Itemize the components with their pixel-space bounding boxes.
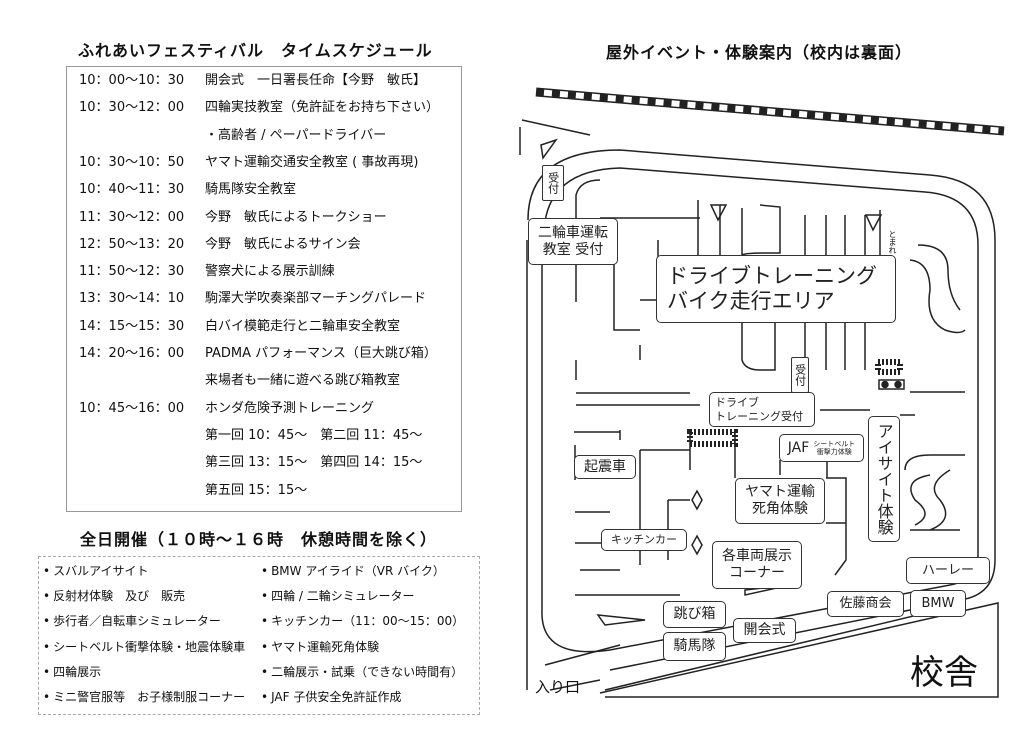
all-day-item: JAF 子供安全免許証作成 bbox=[261, 688, 401, 706]
schedule-time: 14：15～15：30 bbox=[79, 318, 185, 334]
vehicles-line2: コーナー bbox=[729, 565, 785, 581]
schedule-event: 開会式 一日署長任命【今野 敏氏】 bbox=[205, 73, 427, 88]
schedule-row: 第一回 10：45～ 第二回 11：45～ bbox=[79, 426, 422, 446]
schedule-event: ホンダ危険予測トレーニング bbox=[205, 400, 375, 416]
schedule-event: 第三回 13：15～ 第四回 14：15～ bbox=[205, 455, 423, 471]
schedule-event: 第五回 15：15～ bbox=[205, 482, 308, 498]
quake-truck-label: 起震車 bbox=[574, 455, 636, 479]
drive-reception-label: ドライブ トレーニング受付 bbox=[709, 392, 815, 427]
schedule-event: 四輪実技教室（免許証をお持ち下さい） bbox=[205, 100, 440, 116]
reception-top-label: 受付 bbox=[542, 165, 564, 201]
schedule-time: 10：45～16：00 bbox=[79, 400, 185, 416]
all-day-item: BMW アイライド（VR バイク） bbox=[261, 562, 445, 580]
schedule-table: 10：00～10：30 開会式 一日署長任命【今野 敏氏】 10：30～12：00 四… bbox=[66, 66, 462, 512]
all-day-list: スバルアイサイト反射材体験 及び 販売歩行者／自転車シミュレーターシートベルト衝… bbox=[38, 556, 480, 715]
opening-ceremony-label: 開会式 bbox=[733, 618, 796, 643]
all-day-item: スバルアイサイト bbox=[43, 562, 148, 580]
sato-shokai-label: 佐藤商会 bbox=[827, 591, 904, 617]
schedule-row: 11：50～12：30 警察犬による展示訓練 bbox=[79, 262, 335, 282]
schedule-event: 白バイ模範走行と二輪車安全教室 bbox=[205, 318, 401, 334]
all-day-item: 歩行者／自転車シミュレーター bbox=[43, 612, 221, 630]
all-day-item: 四輪 / 二輪シミュレーター bbox=[261, 587, 414, 605]
vehicles-line1: 各車両展示 bbox=[722, 548, 792, 565]
schedule-time: 10：30～12：00 bbox=[79, 100, 185, 116]
jaf-sub-1: シートベルト bbox=[813, 439, 856, 448]
schedule-title: ふれあいフェスティバル タイムスケジュール bbox=[78, 41, 433, 60]
kitchen-car-label: キッチンカー bbox=[601, 529, 687, 551]
drive-area-line2: バイク走行エリア bbox=[667, 289, 835, 313]
all-day-title: 全日開催（１０時～１６時 休憩時間を除く） bbox=[80, 530, 438, 549]
bmw-label: BMW bbox=[910, 590, 966, 617]
schedule-row: ・高齢者 / ペーパードライバー bbox=[79, 126, 386, 146]
vault-label: 跳び箱 bbox=[663, 601, 726, 628]
drive-reception-line2: トレーニング受付 bbox=[715, 409, 803, 423]
all-day-item: 四輪展示 bbox=[43, 663, 101, 681]
schedule-row: 第三回 13：15～ 第四回 14：15～ bbox=[79, 453, 422, 473]
schedule-event: 今野 敏氏によるトークショー bbox=[205, 209, 387, 225]
schedule-event: 騎馬隊安全教室 bbox=[205, 182, 297, 198]
all-day-item: ヤマト運輸死角体験 bbox=[261, 638, 379, 656]
all-day-item: 二輪展示・試乗（できない時間有） bbox=[261, 663, 463, 681]
schedule-time: 10：30～10：50 bbox=[79, 154, 185, 170]
drive-area-line1: ドライブトレーニング bbox=[667, 263, 877, 288]
schedule-event: 来場者も一緒に遊べる跳び箱教室 bbox=[205, 373, 401, 389]
schedule-row: 11：30～12：00 今野 敏氏によるトークショー bbox=[79, 208, 387, 228]
schedule-event: ・高齢者 / ペーパードライバー bbox=[205, 127, 387, 143]
jaf-label: JAF シートベルト 衝撃力体験 bbox=[779, 434, 864, 462]
all-day-item: 反射材体験 及び 販売 bbox=[43, 587, 185, 605]
schedule-event: PADMA パフォーマンス（巨大跳び箱） bbox=[205, 346, 437, 361]
cavalry-label: 騎馬隊 bbox=[663, 632, 726, 661]
schedule-row: 10：40～11：30 騎馬隊安全教室 bbox=[79, 180, 296, 200]
drive-training-area-label: ドライブトレーニング バイク走行エリア bbox=[656, 255, 896, 323]
schedule-event: 今野 敏氏によるサイン会 bbox=[205, 236, 361, 252]
schedule-row: 10：00～10：30 開会式 一日署長任命【今野 敏氏】 bbox=[79, 71, 426, 91]
school-building-label: 校舎 bbox=[910, 653, 978, 693]
schedule-event: 第一回 10：45～ 第二回 11：45～ bbox=[205, 427, 423, 443]
stop-sign-text: とまれ bbox=[888, 230, 897, 254]
yamato-label: ヤマト運輸 死角体験 bbox=[735, 478, 825, 524]
schedule-time: 12：50～13：20 bbox=[79, 236, 185, 252]
harley-label: ハーレー bbox=[906, 557, 990, 584]
all-day-item: ミニ警官服等 お子様制服コーナー bbox=[43, 688, 245, 706]
yamato-line1: ヤマト運輸 bbox=[745, 484, 815, 501]
schedule-time: 13：30～14：10 bbox=[79, 291, 185, 307]
bike-school-label: 二輪車運転 教室 受付 bbox=[528, 218, 618, 265]
all-day-item: キッチンカー（11：00～15：00） bbox=[261, 612, 464, 630]
yamato-line2: 死角体験 bbox=[752, 501, 808, 517]
schedule-time: 14：20～16：00 bbox=[79, 346, 185, 361]
schedule-event: 警察犬による展示訓練 bbox=[205, 264, 335, 280]
schedule-row: 10：30～12：00 四輪実技教室（免許証をお持ち下さい） bbox=[79, 98, 439, 118]
all-day-item: シートベルト衝撃体験・地震体験車 bbox=[43, 638, 245, 656]
schedule-time: 11：30～12：00 bbox=[79, 209, 185, 225]
schedule-row: 12：50～13：20 今野 敏氏によるサイン会 bbox=[79, 235, 361, 255]
schedule-row: 14：15～15：30 白バイ模範走行と二輪車安全教室 bbox=[79, 317, 400, 337]
schedule-time: 10：00～10：30 bbox=[79, 73, 185, 88]
map-title: 屋外イベント・体験案内（校内は裏面） bbox=[606, 43, 913, 62]
schedule-event: ヤマト運輸交通安全教室 ( 事故再現) bbox=[205, 154, 419, 170]
jaf-sub-2: 衝撃力体験 bbox=[816, 448, 852, 456]
drive-reception-line1: ドライブ bbox=[715, 396, 759, 410]
reception-mid-label: 受付 bbox=[791, 357, 809, 393]
schedule-row: 第五回 15：15～ bbox=[79, 481, 307, 501]
schedule-time: 10：40～11：30 bbox=[79, 182, 185, 198]
jaf-text: JAF bbox=[787, 439, 810, 456]
schedule-row: 10：30～10：50 ヤマト運輸交通安全教室 ( 事故再現) bbox=[79, 153, 418, 173]
schedule-event: 駒澤大学吹奏楽部マーチングパレード bbox=[205, 291, 427, 307]
entrance-label: 入り口 bbox=[535, 678, 581, 696]
eyesight-label: アイサイト体験 bbox=[868, 416, 900, 542]
schedule-row: 来場者も一緒に遊べる跳び箱教室 bbox=[79, 371, 400, 391]
schedule-row: 13：30～14：10 駒澤大学吹奏楽部マーチングパレード bbox=[79, 289, 426, 309]
schedule-row: 10：45～16：00 ホンダ危険予測トレーニング bbox=[79, 399, 374, 419]
schedule-row: 14：20～16：00 PADMA パフォーマンス（巨大跳び箱） bbox=[79, 344, 437, 364]
vehicle-exhibit-label: 各車両展示 コーナー bbox=[712, 541, 802, 589]
schedule-time: 11：50～12：30 bbox=[79, 264, 185, 280]
